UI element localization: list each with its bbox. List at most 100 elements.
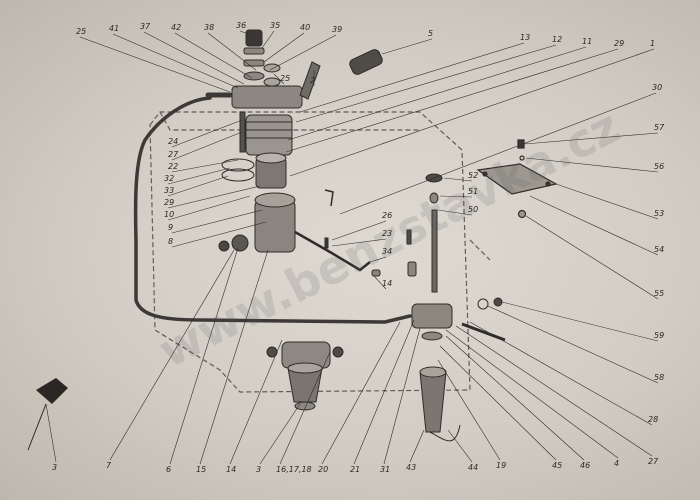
callout-51: 51 — [468, 187, 479, 196]
callout-24: 24 — [168, 137, 179, 146]
leader-24 — [171, 119, 243, 148]
leader-22 — [171, 159, 239, 173]
callout-14b: 14 — [226, 465, 237, 474]
callout-25b: 25 — [280, 74, 291, 83]
leader-27 — [171, 131, 243, 161]
leader-52 — [443, 177, 473, 182]
leader-9 — [171, 209, 263, 234]
leader-15 — [199, 249, 269, 465]
leader-14b — [229, 339, 283, 465]
leader-44 — [447, 429, 473, 463]
callout-50: 50 — [468, 205, 479, 214]
callout-4: 4 — [614, 459, 620, 468]
leader-3b — [259, 403, 301, 465]
elbow-and-sleeve — [299, 49, 383, 100]
callout-45: 45 — [552, 461, 563, 470]
callout-59: 59 — [654, 331, 665, 340]
leader-16 — [279, 351, 331, 465]
callout-33: 33 — [164, 186, 175, 195]
callout-25: 25 — [76, 27, 87, 36]
callout-5: 5 — [428, 29, 434, 38]
callout-27: 27 — [168, 150, 179, 159]
callout-13: 13 — [520, 33, 531, 42]
leader-5 — [381, 38, 433, 55]
callout-44: 44 — [468, 463, 479, 472]
leader-30 — [339, 92, 657, 215]
callout-9: 9 — [168, 223, 174, 232]
callout-32: 32 — [164, 174, 175, 183]
callout-46: 46 — [580, 461, 591, 470]
leader-27b — [455, 325, 653, 457]
fuel-pipe — [133, 92, 412, 324]
callout-43: 43 — [406, 463, 417, 472]
leader-8 — [171, 221, 267, 248]
callout-12: 12 — [552, 35, 563, 44]
leader-13 — [299, 42, 525, 113]
callout-21: 21 — [350, 465, 361, 474]
callout-3b: 3 — [256, 465, 262, 474]
leader-29 — [285, 48, 619, 153]
callout-38: 38 — [204, 23, 215, 32]
callout-57: 57 — [654, 123, 665, 132]
leader-31 — [383, 327, 421, 465]
leader-54 — [529, 195, 659, 256]
callout-11: 11 — [582, 37, 593, 46]
leader-19 — [437, 359, 501, 461]
callout-29: 29 — [614, 39, 625, 48]
callout-6: 6 — [166, 465, 172, 474]
callout-40: 40 — [300, 23, 311, 32]
callout-23: 23 — [382, 229, 393, 238]
leader-55 — [525, 215, 659, 300]
callout-15: 15 — [196, 465, 207, 474]
callout-27b: 27 — [648, 457, 659, 466]
callout-58: 58 — [654, 373, 665, 382]
leader-25 — [79, 36, 231, 93]
callout-7: 7 — [106, 461, 112, 470]
callout-19: 19 — [496, 461, 507, 470]
callout-53: 53 — [654, 209, 665, 218]
callout-10: 10 — [164, 210, 175, 219]
fuel-tank-outline — [149, 111, 491, 393]
leader-12 — [295, 44, 557, 123]
callout-28: 28 — [648, 415, 659, 424]
callout-8: 8 — [168, 237, 174, 246]
leader-45 — [439, 345, 557, 461]
leader-43 — [409, 429, 425, 463]
callout-1: 1 — [650, 39, 656, 48]
leader-46 — [445, 335, 585, 461]
leader-25b — [273, 73, 285, 85]
leader-36 — [239, 30, 255, 37]
callout-30: 30 — [652, 83, 663, 92]
fuel-tap-right — [411, 297, 506, 442]
callout-35: 35 — [270, 21, 281, 30]
leader-10 — [167, 195, 251, 221]
callout-26: 26 — [382, 211, 393, 220]
leader-40 — [263, 32, 305, 63]
leader-59 — [501, 301, 659, 342]
leader-1 — [289, 48, 655, 177]
leader-32 — [167, 167, 231, 185]
leader-7 — [109, 249, 235, 461]
callout-52: 52 — [468, 171, 479, 180]
leader-33 — [167, 175, 229, 197]
cylinder-assembly — [221, 29, 303, 189]
callout-16: 16,17,18 — [276, 465, 312, 474]
leader-26 — [331, 220, 387, 241]
callout-37: 37 — [140, 22, 151, 31]
leader-41 — [112, 33, 239, 89]
callout-42: 42 — [171, 23, 182, 32]
callout-31: 31 — [380, 465, 391, 474]
callout-20: 20 — [318, 465, 329, 474]
leader-3 — [45, 403, 57, 463]
callout-41: 41 — [109, 24, 120, 33]
callout-3: 3 — [52, 463, 58, 472]
leader-34 — [369, 256, 387, 263]
leader-51 — [439, 195, 473, 198]
callout-2: 2 — [310, 76, 316, 85]
leader-53 — [555, 183, 659, 220]
leader-37 — [143, 31, 245, 85]
callout-29b: 29 — [164, 198, 175, 207]
leader-35 — [261, 30, 275, 49]
